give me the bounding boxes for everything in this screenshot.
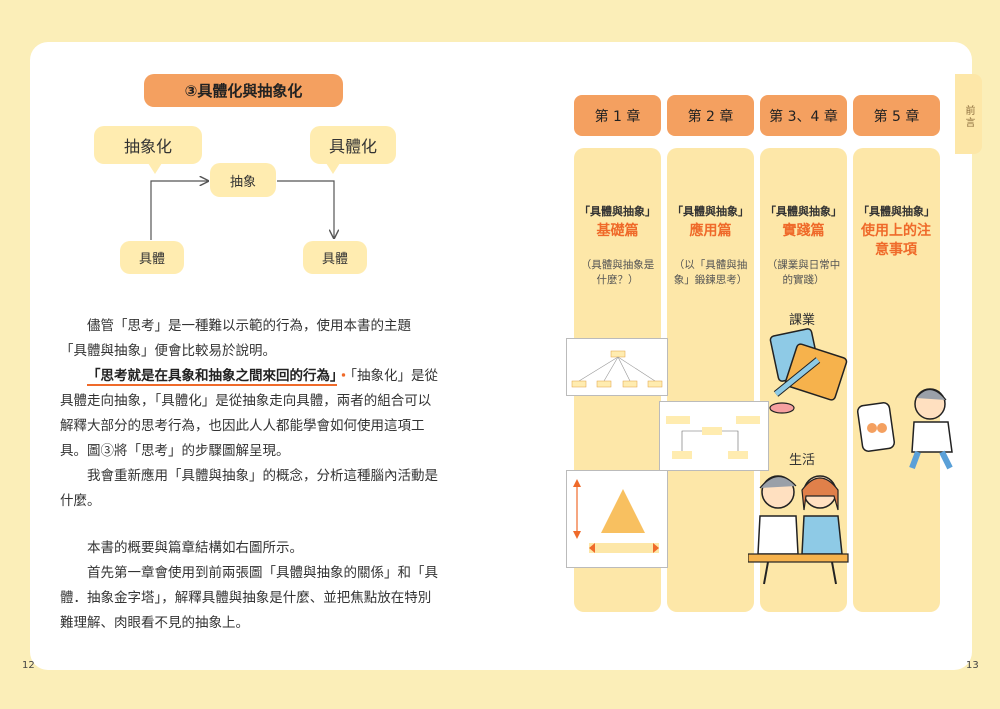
chapter-5-header: 第 5 章 [853, 95, 940, 136]
section-tab[interactable]: 前言 [955, 74, 982, 154]
body-p2-rest: 「抽象化」是從具體走向抽象，「具體化」是從抽象走向具體，兩者的組合可以解釋大部分… [60, 368, 438, 459]
page-number-right: 13 [966, 660, 979, 671]
chapter-3-4-title: 實踐篇 [782, 223, 825, 239]
body-p3: 我會重新應用「具體與抽象」的概念，分析這種腦內活動是什麼。 [60, 468, 438, 509]
node-concrete-right: 具體 [303, 241, 367, 274]
thumbnail-tree-diagram [566, 338, 668, 396]
body-p5: 首先第一章會使用到前兩張圖「具體與抽象的關係」和「具體．抽象金字塔」，解釋具體與… [60, 565, 438, 631]
node-concrete-left: 具體 [120, 241, 184, 274]
chapter-2-column [667, 148, 754, 612]
body-p1-line1: 儘管「思考」是一種難以示範的行為，使用本書的主題 [87, 318, 411, 334]
chapter-2-title: 應用篇 [689, 223, 732, 239]
chapter-1-tag: 「具體與抽象」 [579, 205, 656, 218]
chapter-1-title: 基礎篇 [596, 223, 639, 239]
chapter-3-4-note: （課業與日常中的實踐） [766, 259, 841, 286]
chapter-1-note: （具體與抽象是什麼？） [580, 259, 655, 286]
label-life: 生活 [789, 453, 816, 468]
chapter-2-header: 第 2 章 [667, 95, 754, 136]
chapter-3-4-header: 第 3、4 章 [760, 95, 847, 136]
page-number-left: 12 [22, 660, 35, 671]
node-abstract: 抽象 [210, 163, 276, 197]
tree-thumbnail-icon [571, 350, 663, 388]
highlight-sentence: 「思考就是在具象和抽象之間來回的行為」 [87, 368, 337, 386]
body-text-bottom: 本書的概要與篇章結構如右圖所示。 首先第一章會使用到前兩張圖「具體與抽象的關係」… [60, 536, 440, 636]
label-study: 課業 [789, 313, 816, 328]
pyramid-thumbnail-icon [573, 479, 659, 553]
study-books-icon [769, 328, 848, 414]
chapter-5-column [853, 148, 940, 612]
body-text-top: 儘管「思考」是一種難以示範的行為，使用本書的主題 「具體與抽象」便會比較易於說明… [60, 314, 440, 514]
body-p4: 本書的概要與篇章結構如右圖所示。 [87, 540, 303, 556]
chapter-5-tag: 「具體與抽象」 [858, 205, 935, 218]
chapter-2-tag: 「具體與抽象」 [672, 205, 749, 218]
chapter-2-note: （以「具體與抽象」鍛鍊思考） [673, 259, 748, 286]
chapter-1-header: 第 1 章 [574, 95, 661, 136]
bubble-abstraction: 抽象化 [94, 126, 202, 174]
chapter-5-title: 使用上的注意事項 [861, 223, 931, 258]
cycle-thumbnail-icon [666, 416, 760, 459]
thumbnail-figure-3 [659, 401, 769, 471]
highlight-dot: ・ [336, 368, 351, 384]
family-icon [748, 475, 849, 585]
thumbnail-pyramid [566, 470, 668, 568]
chapter-3-4-tag: 「具體與抽象」 [765, 205, 842, 218]
figure-title: ③具體化與抽象化 [144, 74, 343, 107]
body-p1-line2: 「具體與抽象」便會比較易於說明。 [60, 343, 276, 359]
characters-icon [856, 388, 953, 470]
bubble-concretion: 具體化 [310, 126, 396, 174]
